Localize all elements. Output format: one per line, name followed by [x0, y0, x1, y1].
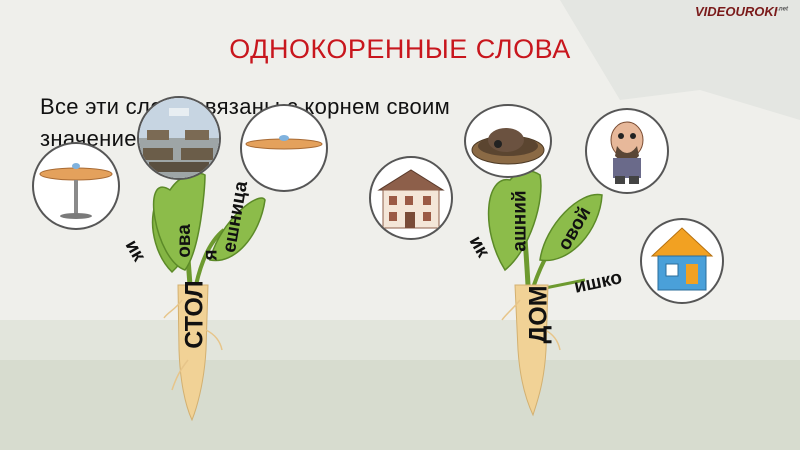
- root-stol-label: СТОЛ: [180, 280, 209, 349]
- house-icon: [369, 156, 453, 240]
- canteen-icon: [137, 96, 221, 180]
- table-icon: [32, 142, 120, 230]
- page-title: ОДНОКОРЕННЫЕ СЛОВА: [229, 34, 571, 64]
- root-dom-label: ДОМ: [524, 285, 553, 344]
- small-house-icon: [640, 218, 724, 304]
- text-line-1: Все эти слова связаны с корнем своим: [40, 94, 451, 119]
- goblin-icon: [585, 108, 669, 194]
- videouroki-logo: VIDEOUROKI.net: [694, 4, 788, 19]
- suffix-ya-stol: я: [200, 249, 222, 261]
- suffix-ova-stol: ова: [173, 224, 195, 258]
- tray-table-icon: [240, 104, 328, 192]
- suffix-ashniy-dom: ашний: [509, 190, 531, 252]
- bowl-animal-icon: [464, 104, 552, 178]
